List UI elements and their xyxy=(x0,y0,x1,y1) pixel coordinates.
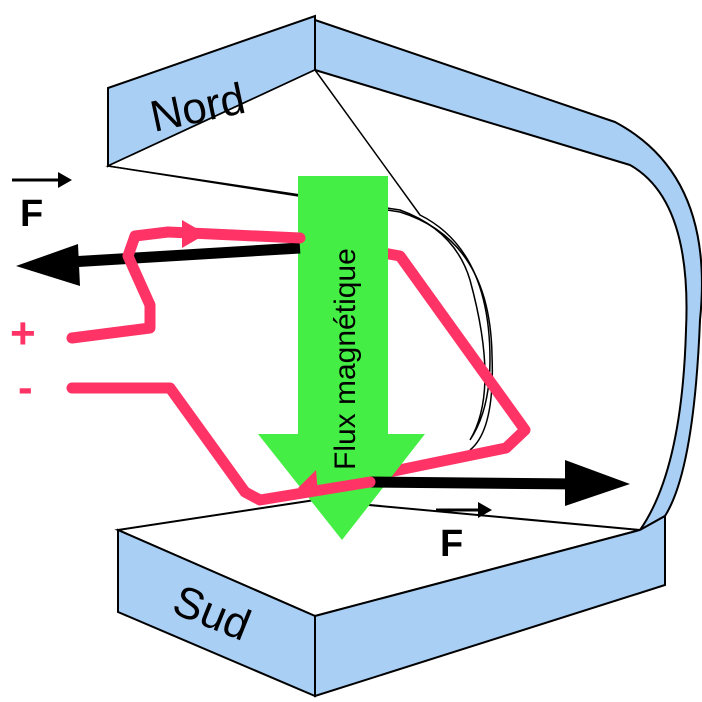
horseshoe-magnet xyxy=(105,14,702,698)
force-label-left: F xyxy=(12,172,72,235)
inner-gap-curve xyxy=(107,165,494,451)
wire-lower-lead xyxy=(66,382,376,506)
flux-label: Flux magnétique xyxy=(329,248,362,470)
minus-terminal-label: - xyxy=(18,363,33,412)
plus-terminal-label: + xyxy=(10,309,36,358)
svg-text:F: F xyxy=(440,523,463,565)
force-arrow-right xyxy=(369,460,630,506)
force-arrow-left xyxy=(16,242,301,286)
flux-arrow: Flux magnétique xyxy=(258,176,425,540)
force-label-right: F xyxy=(436,502,492,565)
wire-loop-front xyxy=(66,226,306,344)
svg-text:F: F xyxy=(20,193,43,235)
current-direction-arrow xyxy=(182,220,206,248)
current-direction-arrow-2 xyxy=(298,470,318,494)
south-pole-side xyxy=(314,514,666,698)
flux-arrow-body xyxy=(258,176,425,540)
